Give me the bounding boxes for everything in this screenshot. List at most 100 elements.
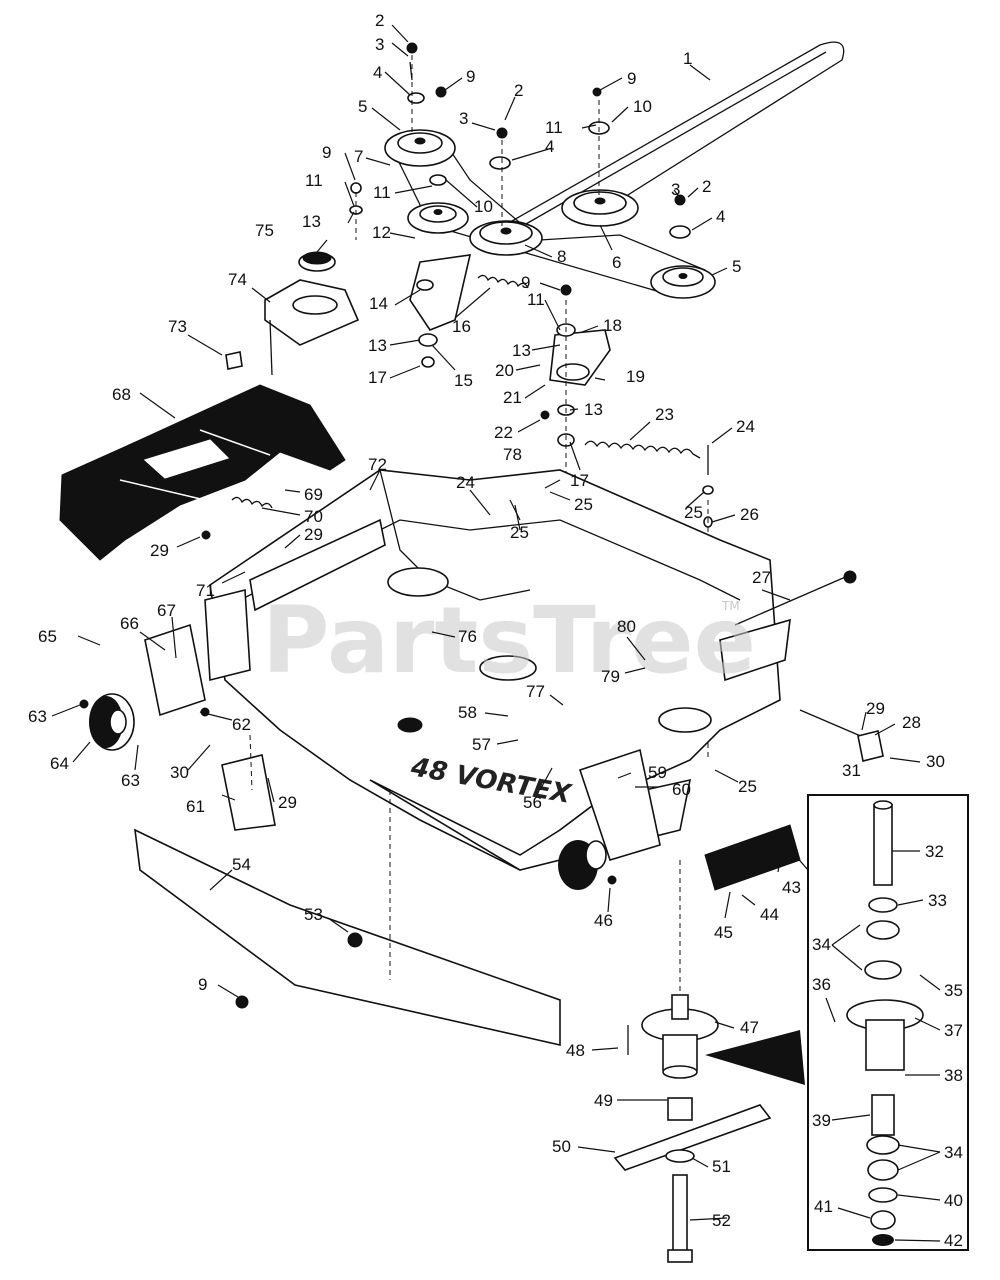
callout-47: 47: [740, 1018, 759, 1037]
mower-deck-housing: 48 VORTEX: [204, 469, 884, 871]
callout-15: 15: [454, 371, 473, 390]
callout-77: 77: [526, 682, 545, 701]
callout-11: 11: [305, 171, 323, 190]
callout-76: 76: [458, 627, 477, 646]
callout-74: 74: [228, 270, 247, 289]
callout-13: 13: [584, 400, 603, 419]
callout-20: 20: [495, 361, 514, 380]
callout-63: 63: [121, 771, 140, 790]
callout-25: 25: [738, 777, 757, 796]
leader-lines: [51, 24, 941, 1242]
callout-11: 11: [373, 183, 391, 202]
callout-5: 5: [358, 97, 367, 116]
callout-58: 58: [458, 703, 477, 722]
part-callouts: 2 3 4 9 5 7 9 11 11 13 12 3 2 4 10 11 9 …: [28, 11, 963, 1250]
callout-67: 67: [157, 601, 176, 620]
idler-pulley: [407, 202, 469, 234]
callout-29: 29: [150, 541, 169, 560]
callout-18: 18: [603, 316, 622, 335]
callout-29: 29: [278, 793, 297, 812]
callout-54: 54: [232, 855, 251, 874]
callout-52: 52: [712, 1211, 731, 1230]
callout-34: 34: [812, 935, 831, 954]
callout-71: 71: [196, 581, 215, 600]
callout-35: 35: [944, 981, 963, 1000]
callout-45: 45: [714, 923, 733, 942]
callout-61: 61: [186, 797, 205, 816]
callout-19: 19: [626, 367, 645, 386]
pulley-5-left: [384, 129, 456, 167]
callout-13: 13: [512, 341, 531, 360]
spring-70: [231, 496, 273, 509]
callout-51: 51: [712, 1157, 731, 1176]
baffle-61: [221, 754, 276, 831]
callout-4: 4: [373, 63, 382, 82]
callout-66: 66: [120, 614, 139, 633]
callout-6: 6: [612, 253, 621, 272]
callout-26: 26: [740, 505, 759, 524]
spring-23: [584, 440, 701, 459]
callout-60: 60: [672, 780, 691, 799]
callout-68: 68: [112, 385, 131, 404]
callout-9: 9: [198, 975, 207, 994]
callout-46: 46: [594, 911, 613, 930]
pulley-6: [561, 189, 639, 227]
callout-25: 25: [684, 503, 703, 522]
callout-1: 1: [683, 49, 692, 68]
callout-30: 30: [926, 752, 945, 771]
callout-25: 25: [510, 523, 529, 542]
callout-31: 31: [842, 761, 861, 780]
callout-59: 59: [648, 763, 667, 782]
spring-16: [477, 274, 529, 289]
callout-8: 8: [557, 247, 566, 266]
callout-39: 39: [812, 1111, 831, 1130]
callout-33: 33: [928, 891, 947, 910]
callout-80: 80: [617, 617, 636, 636]
callout-30: 30: [170, 763, 189, 782]
callout-25: 25: [574, 495, 593, 514]
callout-29: 29: [304, 525, 323, 544]
callout-17: 17: [368, 368, 387, 387]
watermark: PartsTree: [262, 587, 756, 694]
callout-56: 56: [523, 793, 542, 812]
callout-12: 12: [372, 223, 391, 242]
callout-10: 10: [474, 197, 493, 216]
callout-9: 9: [466, 67, 475, 86]
caster-wheel-left-64: [79, 623, 210, 751]
callout-9: 9: [627, 69, 636, 88]
callout-13: 13: [368, 336, 387, 355]
callout-38: 38: [944, 1066, 963, 1085]
belt-pulley-assembly: [349, 41, 845, 299]
callout-4: 4: [716, 207, 725, 226]
callout-9: 9: [521, 273, 530, 292]
callout-78: 78: [503, 445, 522, 464]
callout-24: 24: [456, 473, 475, 492]
callout-22: 22: [494, 423, 513, 442]
callout-53: 53: [304, 905, 323, 924]
spindle-detail-inset: [794, 794, 969, 1251]
callout-62: 62: [232, 715, 251, 734]
callout-34: 34: [944, 1143, 963, 1162]
idler-bracket-assembly: [409, 254, 714, 760]
callout-11: 11: [545, 118, 563, 137]
callout-48: 48: [566, 1041, 585, 1060]
callout-2: 2: [375, 11, 384, 30]
callout-44: 44: [760, 905, 779, 924]
callout-27: 27: [752, 568, 771, 587]
callout-10: 10: [633, 97, 652, 116]
callout-36: 36: [812, 975, 831, 994]
pulley-8: [469, 220, 543, 256]
spindle-blade-assembly: [613, 860, 805, 1263]
belt-1: [504, 41, 845, 226]
callout-41: 41: [814, 1197, 833, 1216]
watermark-trademark: TM: [721, 599, 740, 613]
callout-64: 64: [50, 754, 69, 773]
callout-65: 65: [38, 627, 57, 646]
callout-69: 69: [304, 485, 323, 504]
caster-wheel-right: [558, 840, 617, 890]
belt-cover-74: [225, 251, 360, 376]
callout-73: 73: [168, 317, 187, 336]
callout-57: 57: [472, 735, 491, 754]
callout-28: 28: [902, 713, 921, 732]
